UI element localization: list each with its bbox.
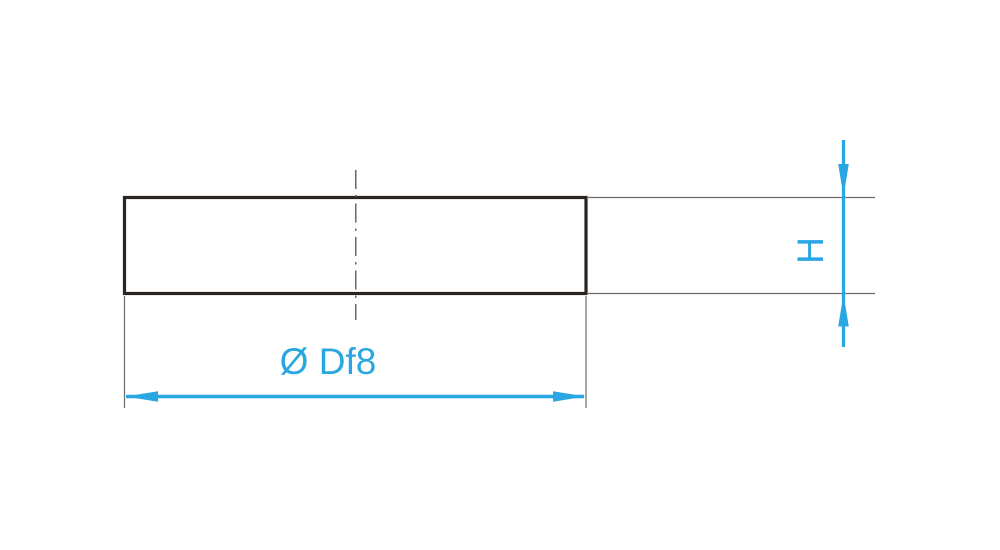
- height-dimension: H: [790, 140, 849, 347]
- diameter-dimension-label: Ø Df8: [280, 341, 377, 382]
- height-dimension-label: H: [790, 237, 831, 264]
- arrowhead-left-icon: [125, 391, 158, 402]
- arrowhead-down-icon: [838, 164, 849, 197]
- diameter-dimension: Ø Df8: [125, 341, 586, 402]
- arrowhead-up-icon: [838, 294, 849, 327]
- arrowhead-right-icon: [553, 391, 586, 402]
